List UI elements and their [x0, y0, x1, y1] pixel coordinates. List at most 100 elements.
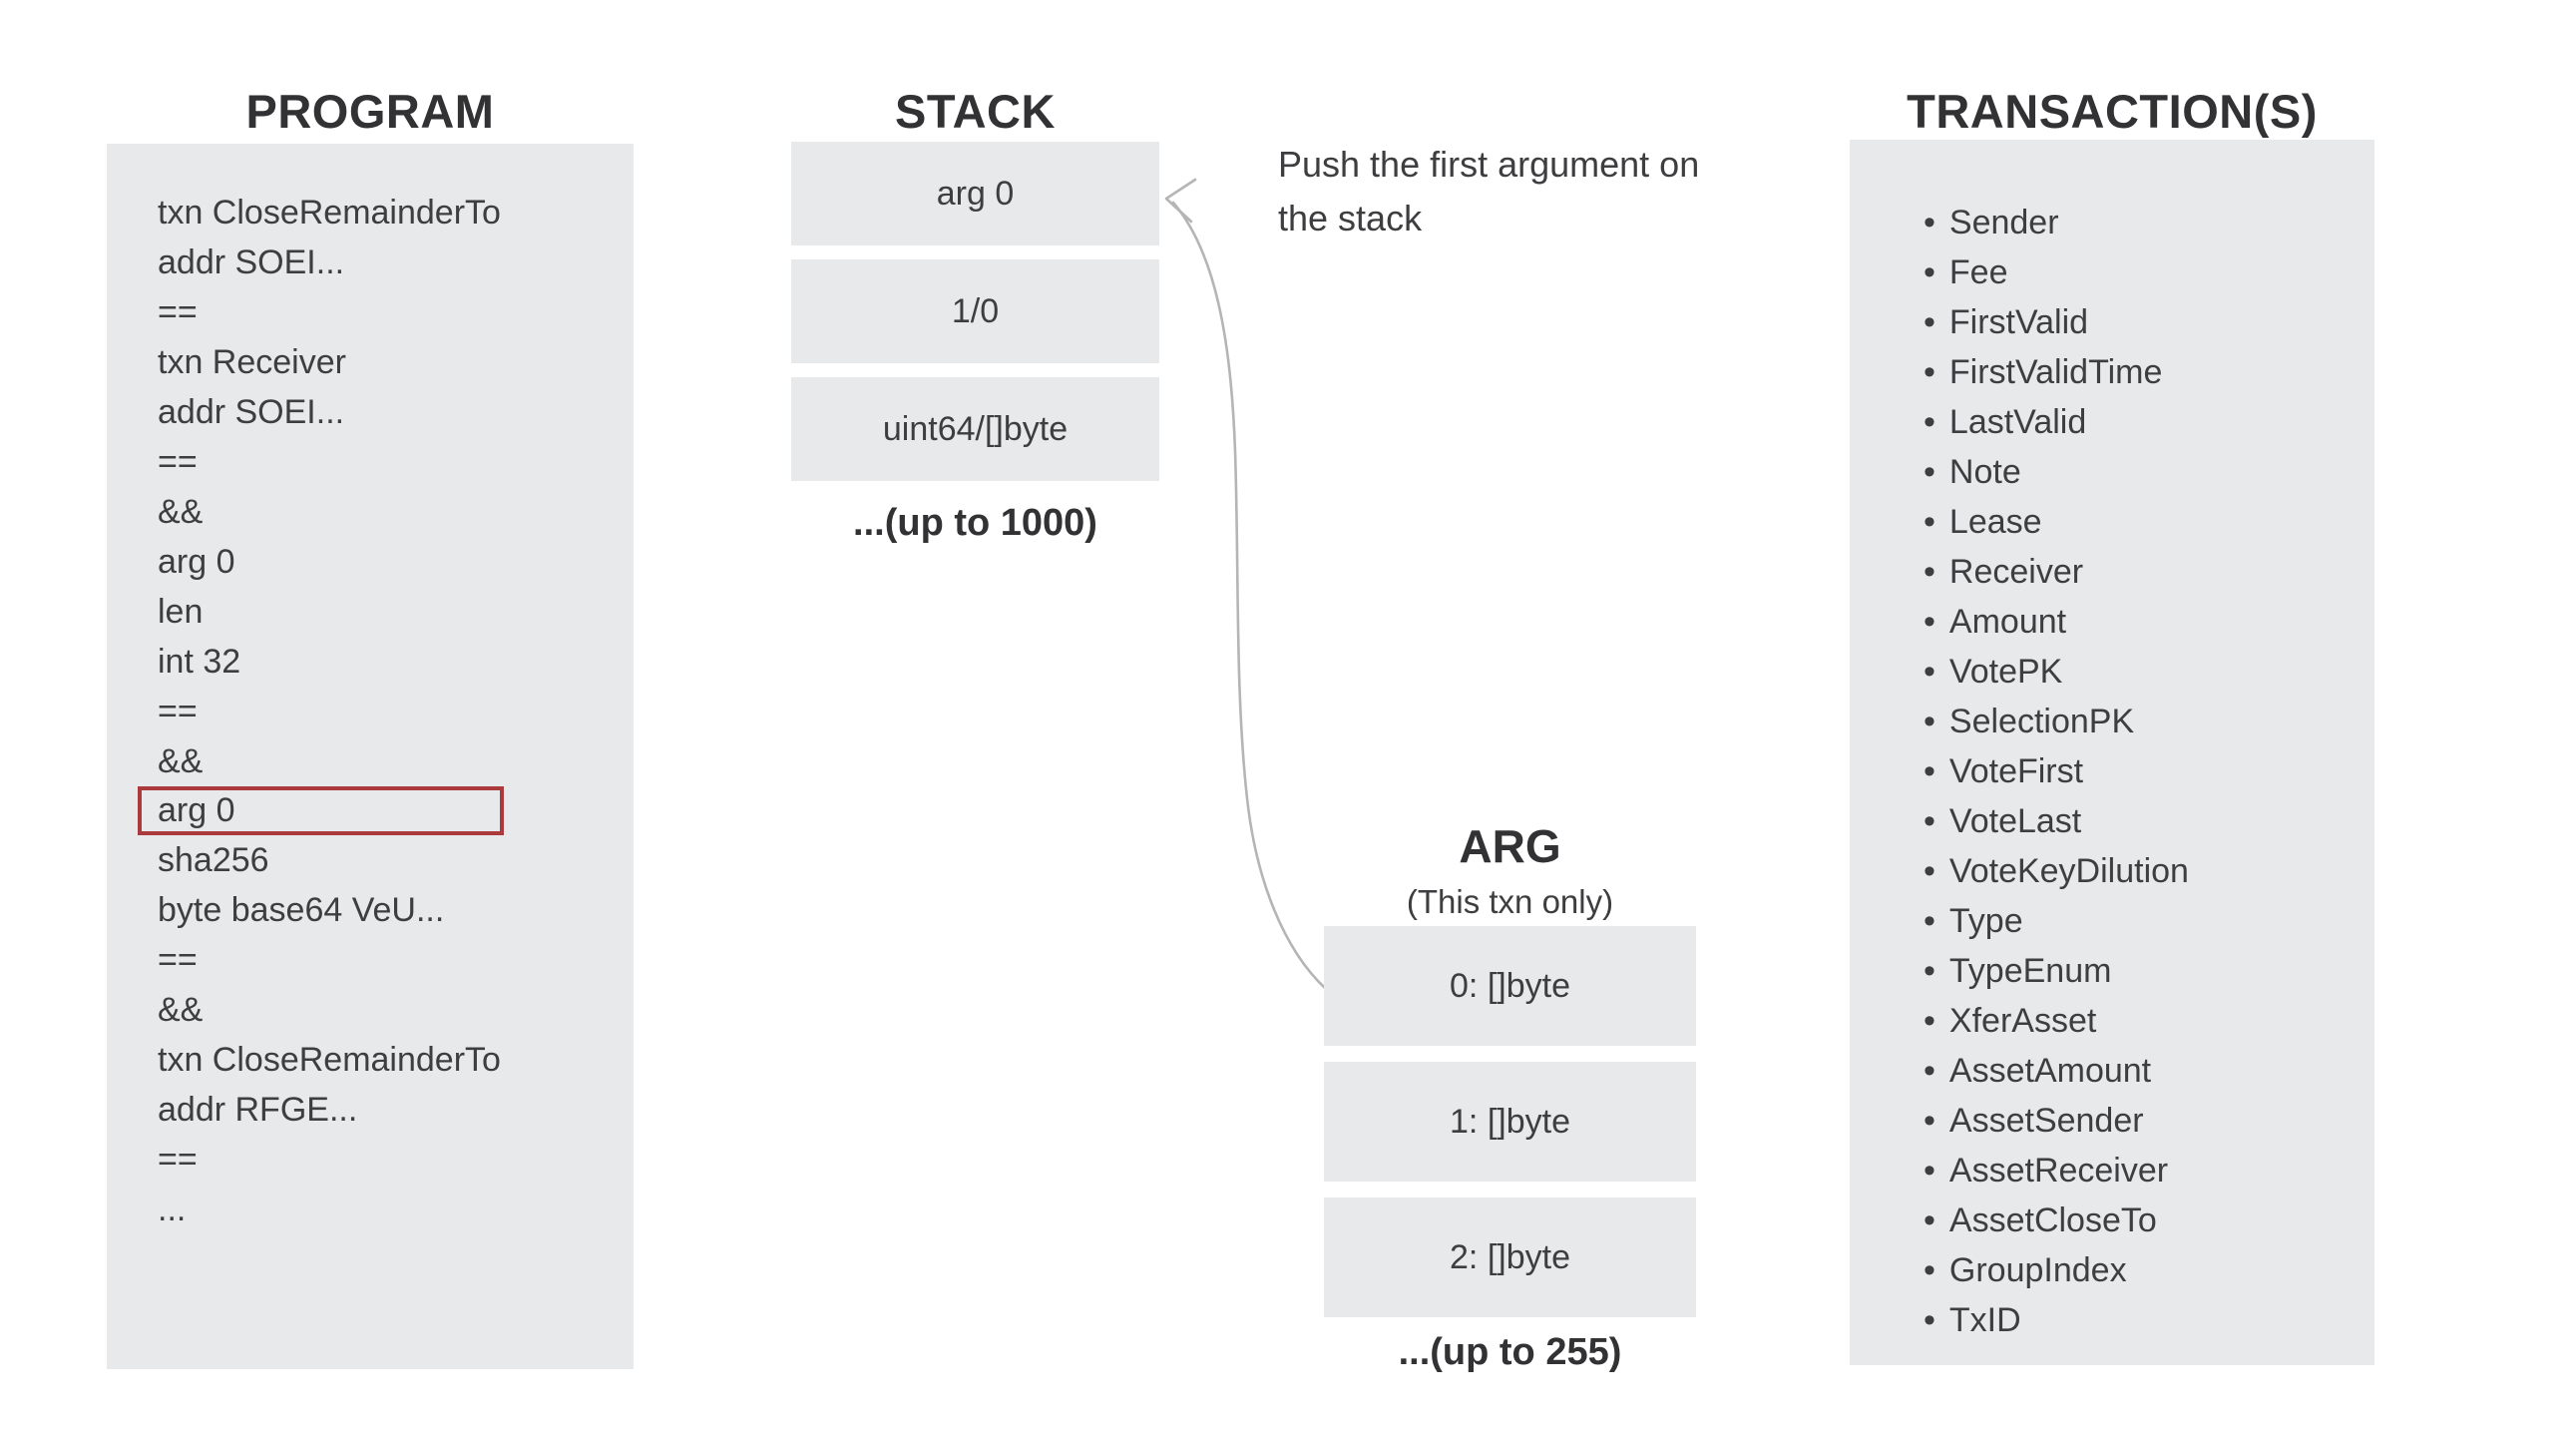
bullet-icon: • [1924, 653, 1935, 691]
bullet-icon: • [1924, 603, 1935, 641]
program-line: && [158, 493, 204, 531]
txn-field: • TypeEnum [1924, 946, 2189, 996]
txn-field: • AssetSender [1924, 1096, 2189, 1146]
txn-field-label: Fee [1948, 253, 2008, 291]
stack-cell-middle: 1/0 [791, 259, 1159, 363]
bullet-icon: • [1924, 503, 1935, 541]
txn-field-label: AssetCloseTo [1948, 1201, 2157, 1239]
program-line: sha256 [158, 841, 269, 879]
txn-field: • AssetCloseTo [1924, 1195, 2189, 1245]
txn-field: • GroupIndex [1924, 1245, 2189, 1295]
txn-field-label: LastValid [1948, 403, 2087, 441]
program-line: == [158, 941, 198, 979]
txn-field: •VoteKeyDilution [1924, 846, 2189, 896]
stack-title: STACK [895, 85, 1056, 138]
txn-field-label: Sender [1948, 204, 2059, 241]
program-line: len [158, 593, 204, 631]
program-line: byte base64 VeU... [158, 891, 445, 929]
txn-field-label: XferAsset [1948, 1002, 2097, 1040]
program-panel: txn CloseRemainderTo addr SOEI... == txn… [107, 144, 634, 1369]
bullet-icon: • [1924, 1152, 1935, 1190]
bullet-icon: • [1924, 403, 1935, 441]
bullet-icon: • [1924, 1002, 1935, 1040]
bullet-icon: • [1924, 1301, 1935, 1339]
bullet-icon: • [1924, 802, 1935, 840]
bullet-icon: • [1924, 1251, 1935, 1289]
stack-cell-top: arg 0 [791, 142, 1159, 245]
txn-field: •FirstValid [1924, 297, 2189, 347]
txn-field: • AssetAmount [1924, 1046, 2189, 1096]
program-line: txn CloseRemainderTo [158, 194, 501, 232]
bullet-icon: • [1924, 1201, 1935, 1239]
program-line: == [158, 443, 198, 481]
txn-field-label: SelectionPK [1948, 703, 2135, 740]
program-title: PROGRAM [245, 85, 495, 138]
arrowhead-icon [1164, 178, 1197, 224]
txn-field: • Note [1924, 447, 2189, 497]
bullet-icon: • [1924, 353, 1935, 391]
txn-field: • Amount [1924, 597, 2189, 647]
txn-field: • AssetReceiver [1924, 1146, 2189, 1195]
txn-field-label: GroupIndex [1948, 1251, 2127, 1289]
program-line: arg 0 [158, 543, 235, 581]
bullet-icon: • [1924, 852, 1935, 890]
txn-field: • Lease [1924, 497, 2189, 547]
txn-field-label: TypeEnum [1948, 952, 2112, 990]
program-line: == [158, 693, 198, 730]
txn-field-label: FirstValidTime [1948, 353, 2163, 391]
bullet-icon: • [1924, 453, 1935, 491]
bullet-icon: • [1924, 952, 1935, 990]
arrow-curve [1171, 201, 1328, 991]
program-line: == [158, 293, 198, 331]
txn-field-label: Amount [1948, 603, 2067, 641]
txn-field: • XferAsset [1924, 996, 2189, 1046]
txn-field-label: AssetAmount [1948, 1052, 2152, 1090]
txn-field-label: AssetSender [1948, 1102, 2144, 1140]
arg-subtitle: (This txn only) [1406, 883, 1614, 920]
txn-field: • VotePK [1924, 647, 2189, 697]
txn-field: • Type [1924, 896, 2189, 946]
txn-field-label: AssetReceiver [1948, 1152, 2169, 1190]
txn-field-label: Receiver [1948, 553, 2084, 591]
txn-field-label: Type [1948, 902, 2023, 940]
arg-more-caption: ...(up to 255) [1398, 1331, 1622, 1373]
bullet-icon: • [1924, 1102, 1935, 1140]
program-opcode-list: txn CloseRemainderTo addr SOEI... == txn… [107, 188, 634, 1234]
txn-field: • TxID [1924, 1295, 2189, 1345]
program-line: int 32 [158, 643, 241, 681]
transaction-field-list: •Sender •Fee •FirstValid •FirstValidTime… [1924, 198, 2189, 1345]
program-line: && [158, 991, 204, 1029]
arg-cell-0: 0: []byte [1324, 926, 1696, 1046]
bullet-icon: • [1924, 204, 1935, 241]
push-annotation: Push the first argument on the stack [1278, 144, 1700, 239]
arg-title: ARG [1459, 820, 1561, 872]
arg-cell-1: 1: []byte [1324, 1062, 1696, 1182]
txn-field: •SelectionPK [1924, 697, 2189, 746]
program-line: txn CloseRemainderTo [158, 1041, 501, 1079]
bullet-icon: • [1924, 1052, 1935, 1090]
program-line: txn Receiver [158, 343, 346, 381]
bullet-icon: • [1924, 752, 1935, 790]
txn-field: • Sender [1924, 198, 2189, 247]
bullet-icon: • [1924, 902, 1935, 940]
bullet-icon: • [1924, 253, 1935, 291]
arg-cell-2: 2: []byte [1324, 1197, 1696, 1317]
txn-field-label: Note [1948, 453, 2021, 491]
txn-field: • FirstValidTime [1924, 347, 2189, 397]
program-line: == [158, 1141, 198, 1179]
txn-field: • VoteLast [1924, 796, 2189, 846]
program-line: && [158, 742, 204, 780]
transactions-panel: •Sender •Fee •FirstValid •FirstValidTime… [1850, 140, 2374, 1365]
stack-more-caption: ...(up to 1000) [853, 502, 1097, 544]
transactions-title: TRANSACTION(S) [1907, 85, 2318, 138]
txn-field-label: TxID [1948, 1301, 2021, 1339]
txn-field-label: FirstValid [1948, 303, 2089, 341]
program-line: addr SOEI... [158, 243, 345, 281]
txn-field: •Receiver [1924, 547, 2189, 597]
txn-field: • Fee [1924, 247, 2189, 297]
txn-field-label: VotePK [1948, 653, 2063, 691]
txn-field-label: Lease [1948, 503, 2042, 541]
txn-field-label: VoteLast [1948, 802, 2082, 840]
txn-field: • LastValid [1924, 397, 2189, 447]
